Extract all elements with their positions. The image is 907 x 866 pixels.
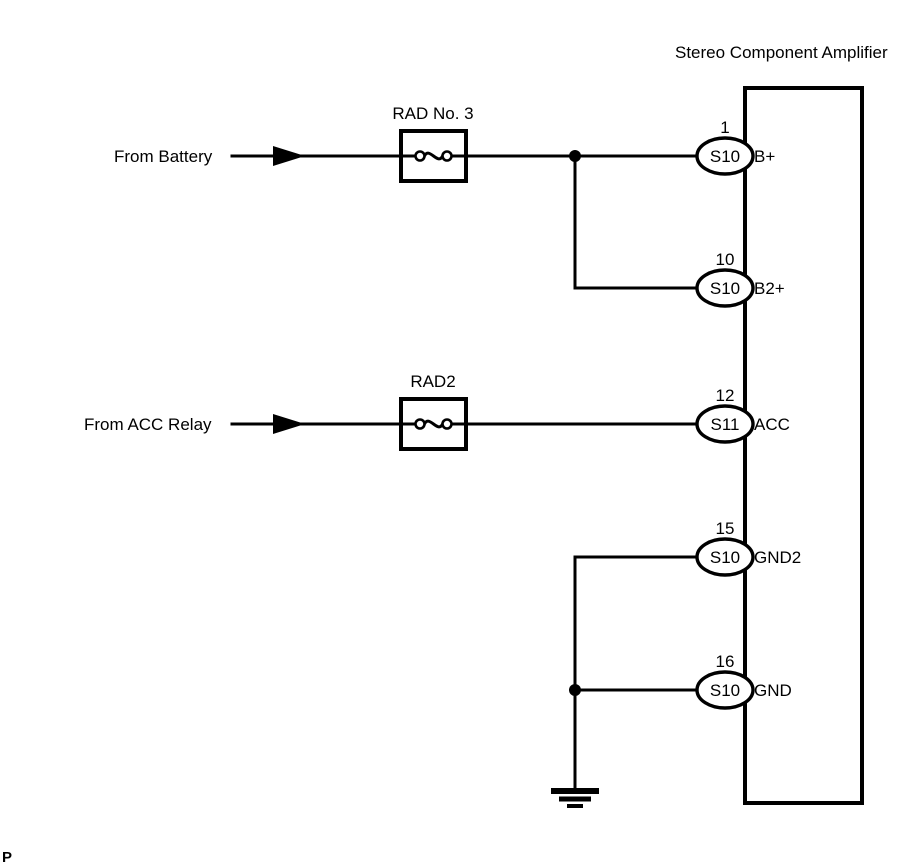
- connector-oval-pin-15: [695, 537, 755, 577]
- signal-label-acc: ACC: [754, 415, 790, 434]
- fuse-rad-no-3-element: [423, 151, 444, 161]
- signal-label-b2-plus: B2+: [754, 279, 785, 298]
- pin-number-10: 10: [716, 250, 735, 269]
- connector-code-pin-1: S10: [710, 147, 740, 166]
- fuse-rad2-terminal-right: [441, 418, 453, 430]
- pin-number-16: 16: [716, 652, 735, 671]
- fuse-label-rad2: RAD2: [410, 372, 455, 391]
- connector-code-pin-10: S10: [710, 279, 740, 298]
- connector-code-pin-16: S10: [710, 681, 740, 700]
- connector-code-pin-12: S11: [711, 415, 740, 434]
- source-label-battery: From Battery: [114, 147, 213, 166]
- pin-number-12: 12: [716, 386, 735, 405]
- fuse-rad2-terminal-left: [414, 418, 426, 430]
- page-title: Stereo Component Amplifier: [675, 43, 888, 62]
- fuse-rad2-element: [423, 419, 444, 429]
- pin-number-1: 1: [720, 118, 729, 137]
- source-label-acc-relay: From ACC Relay: [84, 415, 212, 434]
- signal-label-gnd: GND: [754, 681, 792, 700]
- fuse-rad-no-3-terminal-left: [414, 150, 426, 162]
- fuse-label-rad-no-3: RAD No. 3: [392, 104, 473, 123]
- signal-label-b-plus: B+: [754, 147, 775, 166]
- connector-oval-pin-16: [695, 670, 755, 710]
- amplifier-component-box: [743, 86, 864, 805]
- signal-label-gnd2: GND2: [754, 548, 801, 567]
- right-arrow-icon-acc: [273, 414, 305, 434]
- right-arrow-icon-battery: [273, 146, 305, 166]
- ground-branch-junction: [569, 684, 581, 696]
- connector-oval-pin-1: [695, 136, 755, 176]
- connector-oval-pin-12: [695, 404, 755, 444]
- connector-oval-pin-10: [695, 268, 755, 308]
- battery-branch-junction: [569, 150, 581, 162]
- corner-mark: P: [2, 849, 12, 866]
- connector-code-pin-15: S10: [710, 548, 740, 567]
- fuse-rad-no-3-terminal-right: [441, 150, 453, 162]
- pin-number-15: 15: [716, 519, 735, 538]
